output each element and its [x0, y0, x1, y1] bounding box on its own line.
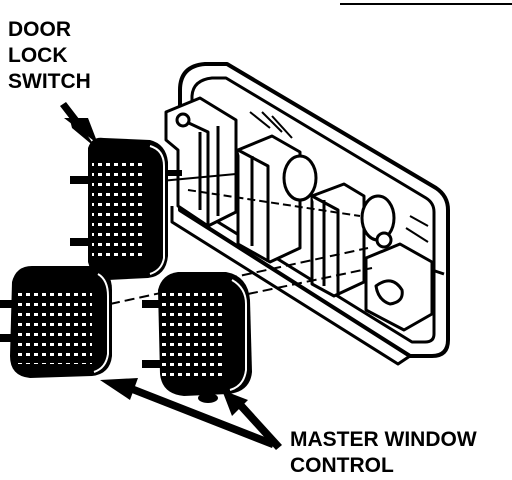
bezel-hatching — [249, 111, 429, 243]
master-window-connector-right — [142, 272, 252, 403]
door-lock-switch-connector — [70, 137, 182, 280]
door-lock-label-line2: LOCK — [8, 44, 68, 67]
master-window-label-line2: CONTROL — [290, 454, 394, 477]
door-lock-arrow — [60, 102, 98, 148]
master-window-label-line1: MASTER WINDOW — [290, 428, 477, 451]
master-window-arrows — [100, 378, 282, 450]
door-lock-label-line3: SWITCH — [8, 70, 91, 93]
door-lock-label-line1: DOOR — [8, 18, 71, 41]
master-window-connector-left — [0, 266, 112, 378]
bezel-compartments — [164, 96, 445, 332]
